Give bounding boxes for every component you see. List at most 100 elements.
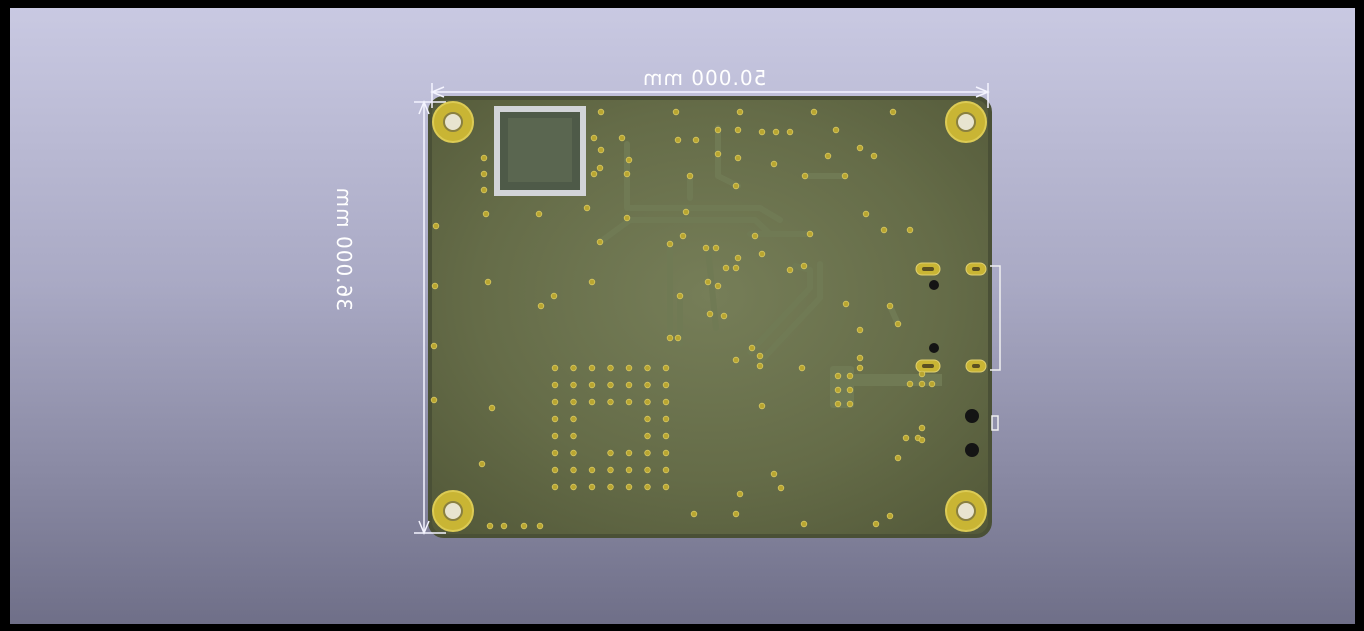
via	[846, 400, 854, 408]
via	[570, 398, 577, 406]
via	[714, 150, 722, 158]
via	[430, 342, 438, 350]
via	[596, 164, 604, 172]
via	[666, 240, 674, 248]
via	[894, 320, 902, 328]
via	[484, 278, 492, 286]
via	[736, 490, 744, 498]
via	[432, 222, 440, 230]
via	[841, 172, 849, 180]
via	[842, 300, 850, 308]
via	[607, 381, 614, 389]
via	[722, 264, 730, 272]
via	[886, 512, 894, 520]
via	[570, 449, 577, 457]
via	[625, 156, 633, 164]
via	[800, 520, 808, 528]
via	[801, 172, 809, 180]
via	[551, 432, 559, 440]
via	[480, 170, 488, 178]
via	[588, 278, 596, 286]
drill-hole	[929, 280, 979, 457]
via	[570, 466, 577, 474]
via	[732, 182, 740, 190]
via	[834, 400, 842, 408]
via	[662, 449, 670, 457]
via	[607, 466, 614, 474]
via	[810, 108, 818, 116]
3d-viewport[interactable]: 50.000 mm 36.000 mm	[10, 8, 1355, 624]
via	[732, 264, 740, 272]
via	[478, 460, 486, 468]
via	[480, 186, 488, 194]
via	[692, 136, 700, 144]
via	[902, 434, 910, 442]
power-component-pad	[494, 106, 586, 196]
via	[704, 278, 712, 286]
via	[590, 170, 598, 178]
via	[798, 364, 806, 372]
via	[607, 398, 614, 406]
via	[666, 334, 674, 342]
via	[551, 364, 559, 372]
via	[551, 483, 559, 491]
via	[644, 483, 651, 491]
via	[480, 154, 488, 162]
via	[588, 364, 596, 372]
via	[772, 128, 780, 136]
via	[906, 380, 914, 388]
via	[918, 370, 926, 378]
via	[846, 386, 854, 394]
via	[736, 108, 744, 116]
via	[758, 402, 766, 410]
via	[588, 398, 596, 406]
via	[894, 454, 902, 462]
via	[856, 364, 864, 372]
via	[662, 415, 670, 423]
via	[588, 381, 596, 389]
via	[583, 204, 591, 212]
via	[551, 415, 559, 423]
via	[870, 152, 878, 160]
via	[625, 398, 633, 406]
via	[588, 466, 596, 474]
via	[758, 128, 766, 136]
via	[623, 170, 631, 178]
via	[644, 381, 651, 389]
via-array	[430, 108, 936, 530]
via	[856, 144, 864, 152]
via	[770, 470, 778, 478]
via	[918, 424, 926, 432]
dimension-width-label: 50.000 mm	[642, 66, 767, 90]
via	[702, 244, 710, 252]
via	[856, 326, 864, 334]
via	[537, 302, 545, 310]
via	[928, 380, 936, 388]
via	[607, 449, 614, 457]
via	[644, 398, 651, 406]
via	[662, 466, 670, 474]
via	[662, 364, 670, 372]
via	[431, 282, 439, 290]
via	[906, 226, 914, 234]
via	[644, 432, 651, 440]
via	[644, 449, 651, 457]
via	[535, 210, 543, 218]
via	[607, 364, 614, 372]
pcb-board-render	[414, 83, 1001, 538]
via	[674, 334, 682, 342]
via	[889, 108, 897, 116]
via	[536, 522, 544, 530]
via	[732, 510, 740, 518]
via	[756, 352, 764, 360]
via	[618, 134, 626, 142]
via	[734, 254, 742, 262]
via	[756, 362, 764, 370]
via	[590, 134, 598, 142]
via	[846, 372, 854, 380]
via	[880, 226, 888, 234]
via	[570, 364, 577, 372]
via	[777, 484, 785, 492]
via	[682, 208, 690, 216]
via	[734, 126, 742, 134]
